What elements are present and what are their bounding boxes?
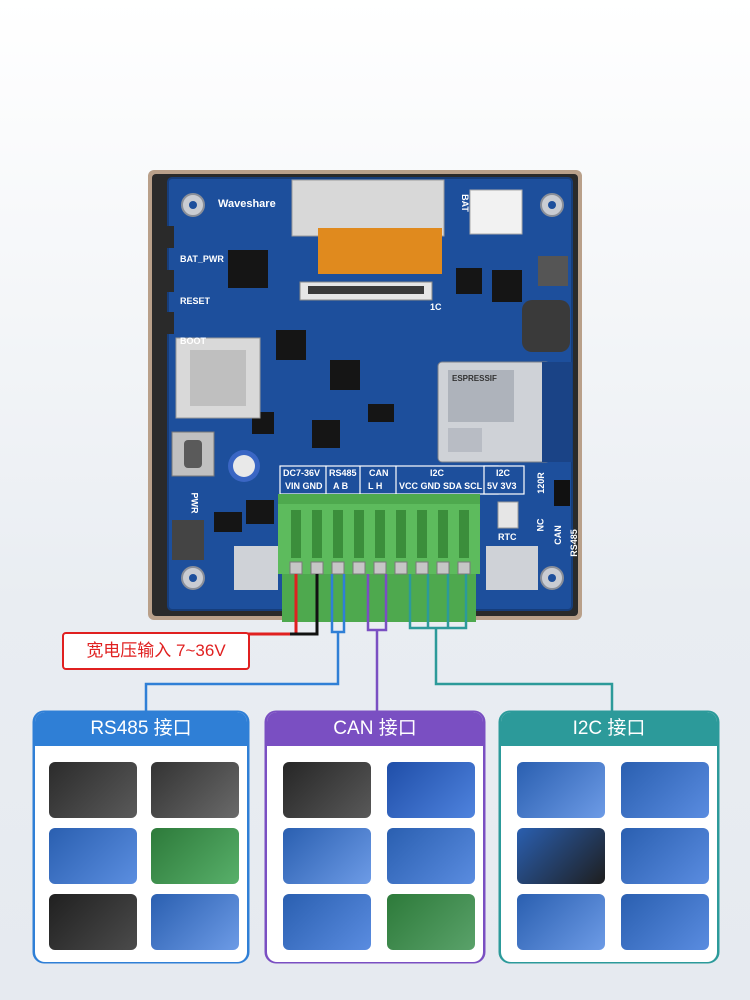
nc-label: NC	[535, 518, 546, 532]
product-image	[49, 828, 137, 884]
btn-label-reset: RESET	[180, 296, 211, 306]
panel-rs485-products	[43, 754, 239, 954]
group-label-dc: DC7-36V	[283, 468, 321, 478]
wire-gnd	[290, 574, 319, 636]
product-image	[49, 762, 137, 818]
product-image	[621, 762, 709, 818]
r120-label: 120R	[535, 472, 546, 494]
rs485-side-label: RS485	[568, 529, 579, 557]
voltage-callout: 宽电压输入 7~36V	[62, 632, 250, 670]
product-image	[283, 894, 371, 950]
panel-can-title: CAN 接口	[267, 712, 483, 746]
fpc-label: 1C	[430, 302, 442, 312]
bat-label: BAT	[459, 194, 470, 212]
can-side-label: CAN	[552, 525, 563, 545]
panel-rs485: RS485 接口	[35, 712, 247, 962]
product-image	[621, 894, 709, 950]
product-image	[387, 894, 475, 950]
panel-rs485-title: RS485 接口	[35, 712, 247, 746]
group-pins-i2c-2: 5V 3V3	[487, 481, 517, 491]
product-image	[387, 828, 475, 884]
group-pins-dc: VIN GND	[285, 481, 323, 491]
wire-can	[366, 574, 388, 712]
group-label-i2c-2: I2C	[496, 468, 511, 478]
product-image	[151, 762, 239, 818]
pwr-label: PWR	[189, 492, 200, 514]
panel-i2c-products	[509, 754, 709, 954]
group-pins-i2c: VCC GND SDA SCL	[399, 481, 483, 491]
product-image	[517, 828, 605, 884]
wire-rs485	[144, 574, 346, 712]
panel-can: CAN 接口	[267, 712, 483, 962]
product-image	[517, 762, 605, 818]
group-pins-rs485: A B	[333, 481, 349, 491]
group-label-i2c: I2C	[430, 468, 445, 478]
product-image	[387, 762, 475, 818]
rtc-label: RTC	[498, 532, 517, 542]
panel-i2c-title: I2C 接口	[501, 712, 717, 746]
product-image	[517, 894, 605, 950]
silk-brand: Waveshare	[218, 198, 276, 210]
product-image	[49, 894, 137, 950]
product-image	[151, 894, 239, 950]
group-pins-can: L H	[368, 481, 383, 491]
product-image	[283, 762, 371, 818]
panel-can-products	[275, 754, 475, 954]
btn-label-boot: BOOT	[180, 336, 206, 346]
group-label-rs485: RS485	[329, 468, 357, 478]
esp-brand: ESPRESSIF	[452, 374, 497, 383]
group-label-can: CAN	[369, 468, 389, 478]
product-image	[621, 828, 709, 884]
btn-label-bat-pwr: BAT_PWR	[180, 254, 224, 264]
panel-i2c: I2C 接口	[501, 712, 717, 962]
product-image	[151, 828, 239, 884]
product-image	[283, 828, 371, 884]
wire-i2c	[408, 574, 614, 712]
